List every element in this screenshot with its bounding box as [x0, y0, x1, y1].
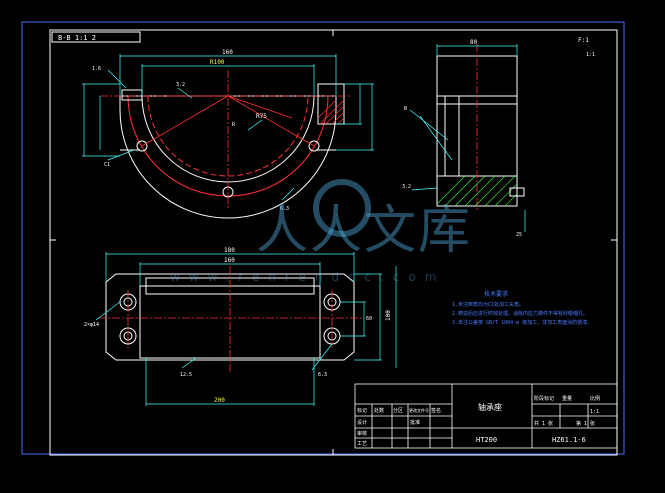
dim-top-width: 160 [222, 49, 233, 56]
side-view: 80 B 3.2 25 [402, 39, 526, 238]
tb-label-mark: 标记 [357, 407, 367, 414]
view-label: B-B 1:1 2 [58, 34, 96, 42]
outer-border [21, 21, 625, 455]
svg-text:1:1: 1:1 [586, 52, 595, 58]
dim-side-width: 80 [470, 39, 478, 46]
hole-label: 2×φ14 [84, 322, 99, 328]
svg-text:B: B [404, 106, 407, 112]
view-label-box [51, 31, 141, 43]
svg-text:6.3: 6.3 [280, 206, 289, 212]
tb-label-sign: 签名 [431, 407, 441, 414]
notes-line-3: 3.未注公差按 GB/T 1804-m 级加工，非加工表面涂防锈漆。 [452, 319, 592, 326]
tb-scale: 1:1 [590, 409, 599, 415]
tb-part-name: 轴承座 [478, 402, 502, 412]
tb-ratio: 比例 [590, 395, 600, 402]
notes-line-2: 2.铸造后应进行时效处理，消除内应力铸件不得有砂眼缩孔。 [452, 310, 588, 317]
plan-view: 180 160 200 100 60 2×φ14 6.3 12.5 [84, 247, 397, 406]
title-block [354, 383, 618, 449]
tb-row-check: 审核 [357, 430, 367, 437]
svg-text:C1: C1 [104, 162, 110, 168]
tb-material: HT200 [476, 436, 497, 444]
tb-weight: 重量 [562, 395, 572, 402]
tb-row-process: 工艺 [357, 441, 367, 447]
svg-text:1.6: 1.6 [92, 66, 101, 72]
dim-plan-height: 100 [385, 310, 392, 321]
dim-plan-pitch: 60 [366, 316, 372, 322]
radius-label: R75 [256, 113, 267, 120]
tb-sheet-2: 第 1 张 [576, 420, 595, 427]
tb-label-count: 处数 [374, 407, 384, 414]
tb-row-approve: 批准 [410, 419, 420, 426]
svg-text:12.5: 12.5 [180, 372, 192, 378]
svg-text:3.2: 3.2 [402, 184, 411, 190]
svg-text:25: 25 [516, 232, 522, 238]
notes-line-1: 1.未注倒角均为C1处加工尖角。 [452, 301, 524, 308]
svg-text:6.3: 6.3 [318, 372, 327, 378]
dim-plan-inner: 160 [224, 257, 235, 264]
tb-label-zone: 分区 [393, 407, 403, 414]
tb-stage: 阶段标记 [534, 395, 554, 402]
front-view: 160 R100 R75 1.6 3.2 R C1 6.3 [82, 49, 374, 219]
tb-drawing-no: HZ61.1-6 [552, 436, 586, 444]
svg-text:3.2: 3.2 [176, 82, 185, 88]
tb-sheet: 共 1 张 [534, 420, 553, 427]
center-marks [50, 30, 617, 455]
tb-label-change: 更改文件号 [409, 407, 429, 413]
top-note: F:1 [578, 37, 589, 44]
svg-text:R: R [232, 122, 236, 128]
dim-top-inner: R100 [210, 59, 225, 66]
dim-plan-bottom: 200 [214, 397, 225, 404]
notes-title: 技术要求 [484, 290, 508, 298]
tb-row-design: 设计 [357, 419, 367, 426]
tech-notes: 技术要求 1.未注倒角均为C1处加工尖角。 2.铸造后应进行时效处理，消除内应力… [452, 290, 592, 326]
dim-plan-width: 180 [224, 247, 235, 254]
